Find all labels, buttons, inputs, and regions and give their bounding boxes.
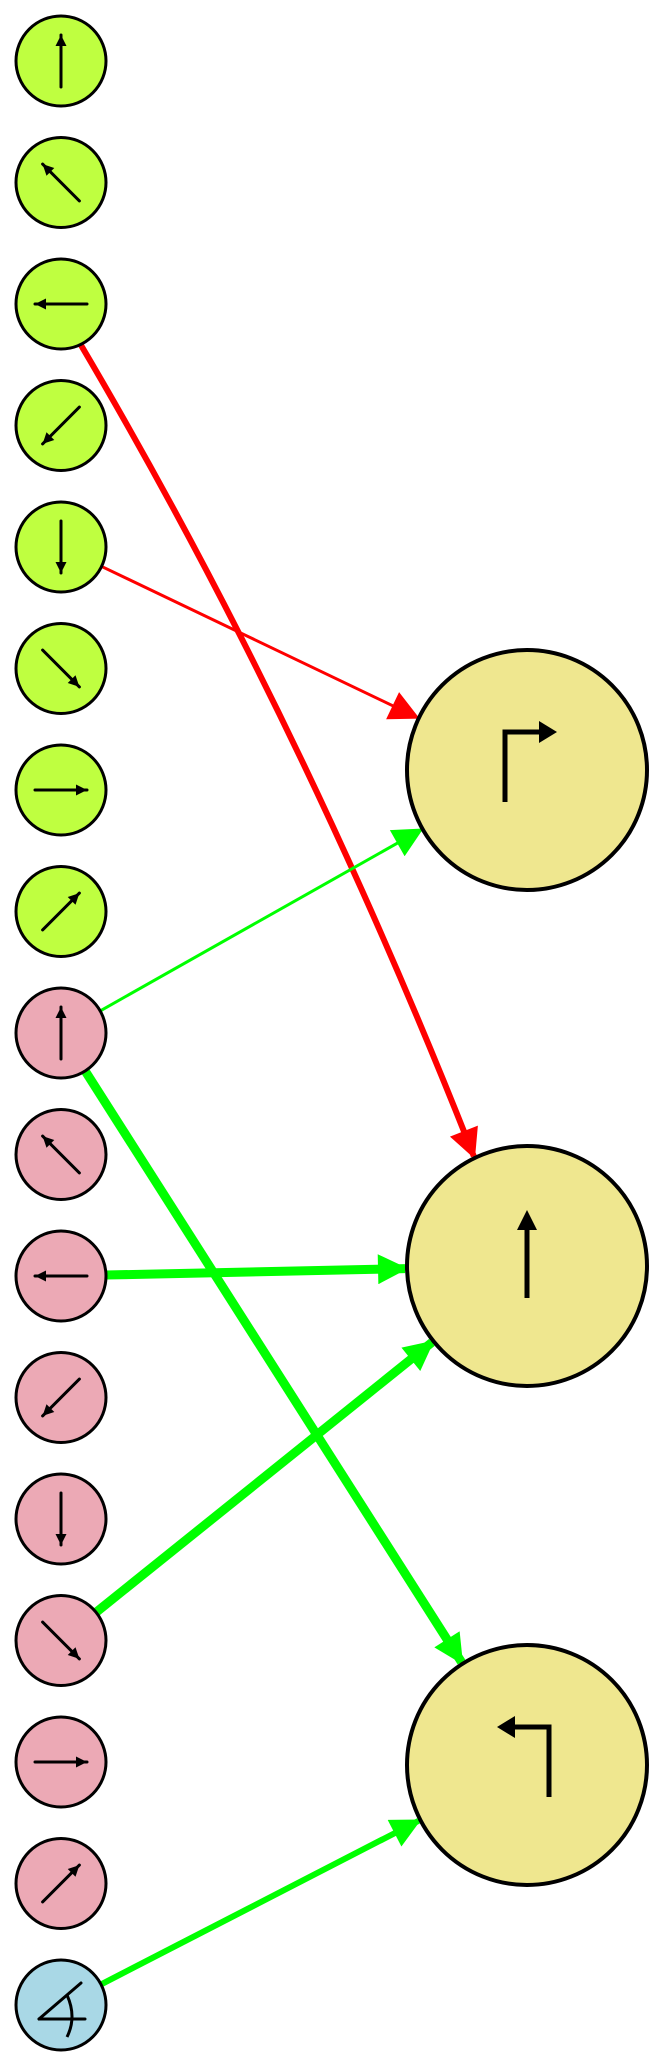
edge-g2-up-to-out-turn-right — [99, 828, 424, 1013]
input-node-g2-right — [14, 1715, 108, 1809]
arrow-up-icon — [517, 1210, 537, 1298]
input-node-g1-up-right — [14, 865, 108, 958]
edges-layer — [78, 342, 478, 1988]
turn-left-icon — [497, 1716, 552, 1797]
arrow-left-icon — [33, 1270, 89, 1282]
input-node-g2-down-right — [14, 1594, 108, 1687]
output-node-out-straight — [405, 1144, 649, 1388]
arrow-down-right-icon — [41, 648, 81, 689]
arrow-down-left-icon — [41, 405, 81, 446]
arrow-up-icon — [55, 1005, 67, 1061]
arrow-down-icon — [55, 1491, 67, 1547]
turn-right-icon — [502, 721, 557, 802]
arrow-down-right-icon — [41, 1620, 81, 1661]
angle-icon — [37, 1981, 87, 2038]
input-node-g1-up-left — [14, 136, 108, 229]
edge-g2-left-to-out-straight — [105, 1254, 409, 1285]
arrow-down-left-icon — [41, 1377, 81, 1418]
input-node-g1-down-right — [14, 622, 108, 715]
input-node-special — [14, 1958, 108, 2052]
input-node-g2-up — [14, 986, 108, 1080]
output-node-out-turn-left — [405, 1643, 649, 1887]
input-node-g2-left — [14, 1229, 108, 1323]
arrow-right-icon — [33, 1756, 89, 1768]
input-node-g2-down — [14, 1472, 108, 1566]
edge-g1-down-to-out-turn-right — [100, 565, 420, 720]
arrow-left-icon — [33, 298, 89, 310]
edge-g2-up-to-out-turn-left — [81, 1068, 466, 1665]
arrow-up-left-icon — [41, 1134, 81, 1175]
arrow-up-left-icon — [41, 162, 81, 203]
input-node-g2-up-left — [14, 1108, 108, 1201]
arrow-down-icon — [55, 519, 67, 575]
arrow-up-right-icon — [41, 1863, 81, 1904]
input-node-g1-down-left — [14, 379, 108, 472]
output-node-out-turn-right — [405, 648, 649, 892]
arrow-up-icon — [55, 33, 67, 89]
input-node-g1-right — [14, 743, 108, 837]
arrow-up-right-icon — [41, 891, 81, 932]
arrow-right-icon — [33, 784, 89, 796]
input-node-g2-down-left — [14, 1351, 108, 1444]
input-node-g1-up — [14, 14, 108, 108]
input-node-g1-left — [14, 257, 108, 351]
edge-special-to-out-turn-left — [99, 1818, 422, 1988]
nodes-layer — [14, 14, 649, 2052]
input-node-g1-down — [14, 500, 108, 594]
input-node-g2-up-right — [14, 1837, 108, 1930]
edge-g1-left-to-out-straight — [78, 342, 478, 1159]
edge-g2-down-right-to-out-straight — [93, 1338, 435, 1616]
